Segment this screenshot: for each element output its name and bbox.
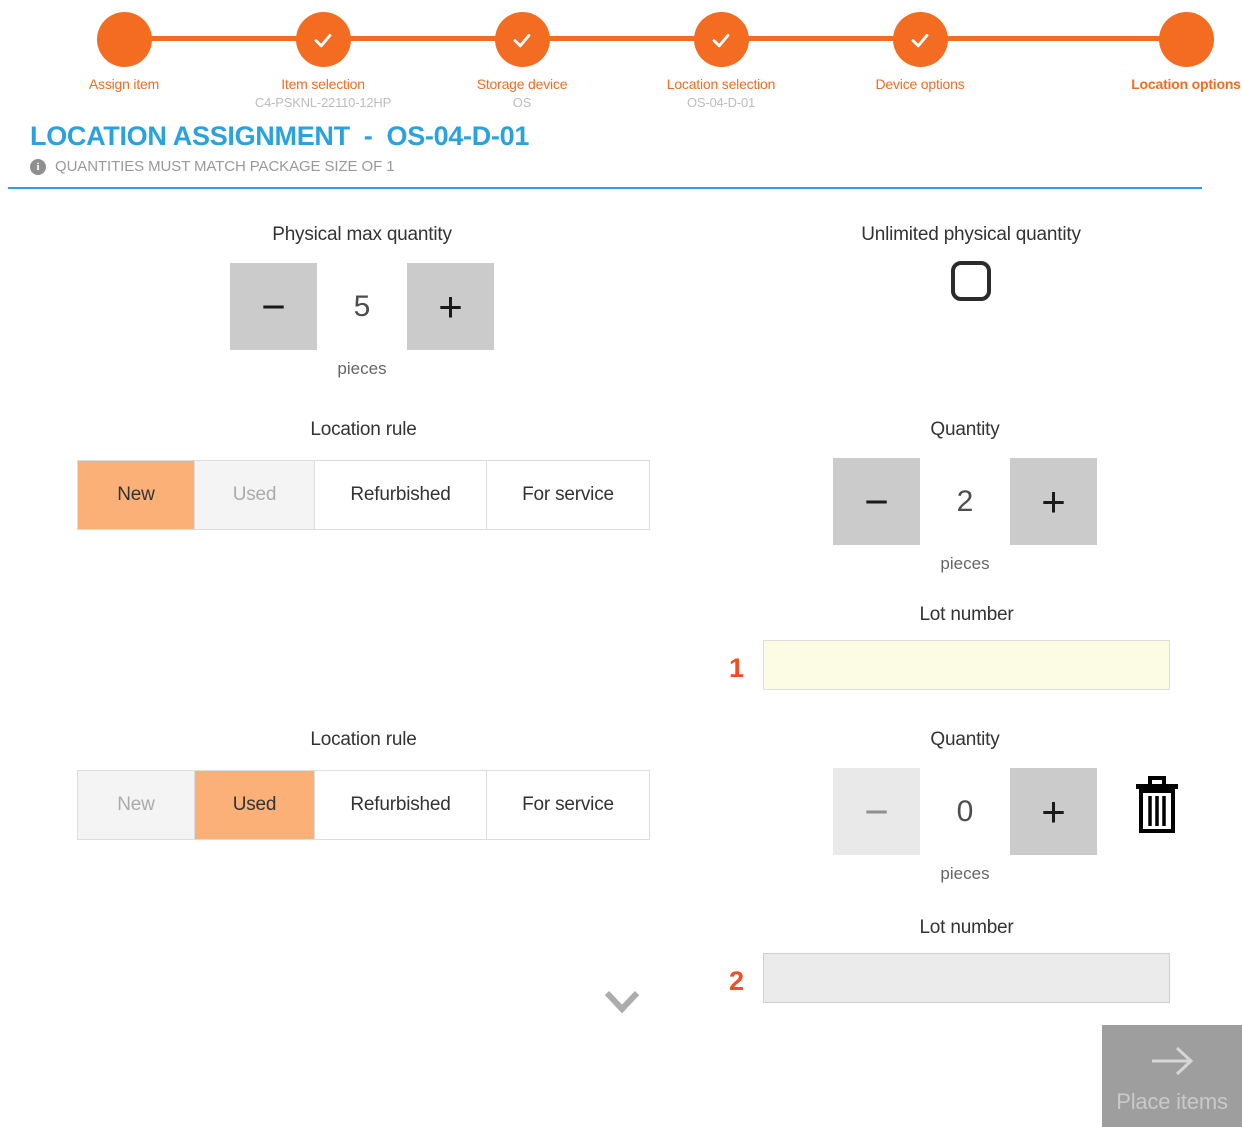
location-rule-label: Location rule [310,729,417,750]
quantity-label: Quantity [930,419,1000,440]
step-circle-check-icon [494,12,550,67]
location-rule-widget-2: Location rule New Used Refurbished For s… [77,729,650,840]
step-circle-check-icon [295,12,351,67]
step-circle-filled-icon [96,12,152,67]
unlimited-quantity-checkbox[interactable] [951,261,991,301]
quantity-minus-button[interactable]: − [833,458,920,545]
quantity-plus-button[interactable]: + [1010,458,1097,545]
row-index-1: 1 [729,653,745,683]
quantity-value: 0 [956,794,974,828]
lot-number-label: Lot number [919,604,1014,625]
step-label: Location options [1131,76,1241,92]
header-divider [8,187,1202,189]
chevron-down-icon[interactable] [603,988,641,1016]
page-title-dash: - [363,121,373,151]
quantity-widget-2: Quantity − 0 + pieces [833,729,1097,884]
rule-option-refurbished[interactable]: Refurbished [314,771,486,839]
info-message: QUANTITIES MUST MATCH PACKAGE SIZE OF 1 [55,158,395,175]
physical-max-quantity-label: Physical max quantity [272,224,452,245]
wizard-stepper: Assign item Item selection C4-PSKNL-2211… [0,0,1242,112]
step-label: Device options [875,76,965,92]
step-label: Storage device [476,76,568,92]
physical-max-unit: pieces [337,359,387,378]
step-circle-check-icon [693,12,749,67]
info-row: i QUANTITIES MUST MATCH PACKAGE SIZE OF … [30,158,395,175]
quantity-widget-1: Quantity − 2 + pieces [833,419,1097,574]
location-rule-segmented-control: New Used Refurbished For service [77,770,650,840]
location-rule-label: Location rule [310,419,417,440]
quantity-label: Quantity [930,729,1000,750]
rule-option-new: New [78,771,194,839]
physical-max-quantity-widget: Physical max quantity − 5 + pieces [230,224,494,379]
quantity-value: 2 [956,484,974,518]
place-items-label: Place items [1116,1089,1228,1114]
step-label: Location selection [666,76,776,92]
quantity-unit: pieces [940,554,990,573]
step-label: Assign item [88,76,160,92]
location-rule-widget-1: Location rule New Used Refurbished For s… [77,419,650,530]
step-circle-filled-icon [1158,12,1214,67]
page-title-location-code: OS-04-D-01 [386,121,530,151]
quantity-minus-button: − [833,768,920,855]
step-assign-item[interactable]: Assign item [19,12,229,92]
physical-max-value: 5 [353,289,371,323]
place-items-button[interactable]: Place items [1102,1025,1242,1127]
step-sublabel: OS-04-D-01 [686,95,756,110]
lot-number-label: Lot number [919,917,1014,938]
row-index-2: 2 [729,966,745,996]
rule-option-refurbished[interactable]: Refurbished [314,461,486,529]
delete-row-button[interactable] [1135,776,1179,834]
info-icon: i [30,158,46,175]
rule-option-for-service[interactable]: For service [486,771,649,839]
lot-number-widget-2: Lot number [763,917,1170,1003]
page-title: LOCATION ASSIGNMENT-OS-04-D-01 [30,121,529,152]
rule-option-used[interactable]: Used [194,771,314,839]
step-circle-check-icon [892,12,948,67]
stepper-connector-line [124,36,1186,41]
step-storage-device[interactable]: Storage device OS [417,12,627,110]
step-location-selection[interactable]: Location selection OS-04-D-01 [616,12,826,110]
step-label: Item selection [281,76,365,92]
rule-option-used: Used [194,461,314,529]
step-sublabel: C4-PSKNL-22110-12HP [254,95,392,110]
physical-max-plus-button[interactable]: + [407,263,494,350]
rule-option-for-service[interactable]: For service [486,461,649,529]
lot-number-input-2 [763,953,1170,1003]
trash-icon [1135,776,1179,837]
unlimited-quantity-label: Unlimited physical quantity [861,224,1081,245]
rule-option-new[interactable]: New [78,461,194,529]
page-title-text: LOCATION ASSIGNMENT [30,121,350,151]
step-item-selection[interactable]: Item selection C4-PSKNL-22110-12HP [218,12,428,110]
location-rule-segmented-control: New Used Refurbished For service [77,460,650,530]
arrow-right-icon [1146,1043,1198,1082]
lot-number-widget-1: Lot number [763,604,1170,690]
physical-max-minus-button[interactable]: − [230,263,317,350]
quantity-plus-button[interactable]: + [1010,768,1097,855]
step-sublabel: OS [512,95,532,110]
step-device-options[interactable]: Device options [815,12,1025,92]
quantity-unit: pieces [940,864,990,883]
lot-number-input-1[interactable] [763,640,1170,690]
step-location-options[interactable]: Location options [1081,12,1242,92]
unlimited-quantity-block: Unlimited physical quantity [843,224,1099,301]
